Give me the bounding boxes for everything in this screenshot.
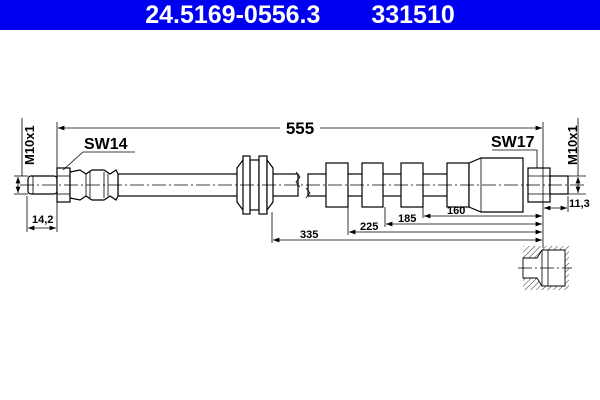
dim-185-label: 185 xyxy=(398,213,416,225)
right-wrench-size-label: SW17 xyxy=(491,134,535,151)
total-length-label: 555 xyxy=(286,119,314,138)
right-thread-length-label: 11,3 xyxy=(569,198,590,210)
dim-160-label: 160 xyxy=(447,205,465,217)
part-number: 24.5169-0556.3 xyxy=(145,1,321,29)
dim-335-label: 335 xyxy=(300,229,318,241)
protective-sleeves xyxy=(325,162,470,208)
left-wrench-size-label: SW14 xyxy=(84,136,128,153)
dim-225-label: 225 xyxy=(360,221,378,233)
reference-number: 331510 xyxy=(371,1,455,29)
dimension-lines xyxy=(14,118,586,248)
port-section-inset xyxy=(518,246,572,290)
left-thread-length-label: 14,2 xyxy=(32,214,53,226)
title-bar: 24.5169-0556.3 331510 xyxy=(0,0,600,30)
right-fitting xyxy=(468,157,569,213)
left-thread-label: M10x1 xyxy=(22,125,37,165)
right-thread-label: M10x1 xyxy=(565,125,580,165)
